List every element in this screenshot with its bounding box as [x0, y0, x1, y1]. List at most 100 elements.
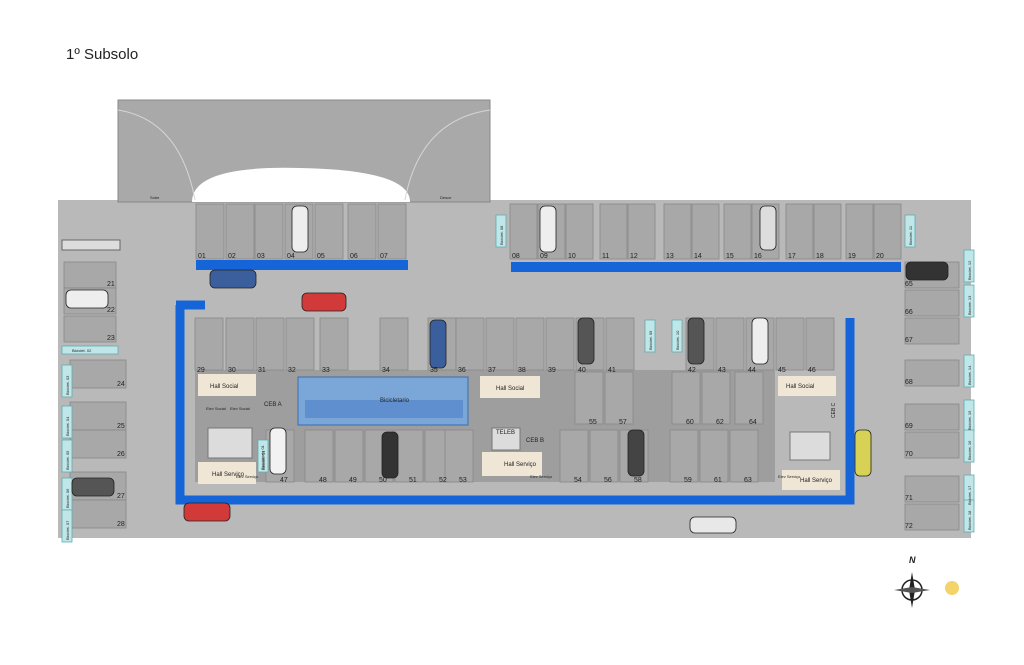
spot-number: 31: [258, 367, 266, 374]
parking-spot: [904, 289, 960, 317]
bike-rack-label: Biciclet. 12: [967, 260, 972, 280]
spot-number: 18: [816, 253, 824, 260]
spot-number: 52: [439, 477, 447, 484]
car: [905, 261, 949, 281]
bike-rack: [61, 509, 73, 543]
parking-spot: [785, 203, 814, 260]
bike-rack-label: Biciclet. 02: [72, 348, 92, 353]
parking-spot: [565, 203, 594, 260]
spot-number: 07: [380, 253, 388, 260]
bike-rack-label: Biciclet. 18: [967, 510, 972, 530]
bike-rack-label: Biciclet. 11: [908, 225, 913, 245]
parking-spot: [545, 317, 575, 371]
bike-rack-label: Biciclet. 07: [65, 520, 70, 540]
spot-number: 27: [117, 493, 125, 500]
ramp-curve: [192, 167, 410, 202]
spot-number: 08: [512, 253, 520, 260]
parking-spot: [699, 429, 729, 483]
parking-spot: [455, 317, 485, 371]
spot-number: 09: [540, 253, 548, 260]
parking-spot: [285, 317, 315, 371]
spot-number: 06: [350, 253, 358, 260]
blue-line-top-right: [511, 262, 901, 272]
room-label: Elev Social: [206, 406, 226, 411]
room-label: Hall Social: [496, 386, 524, 392]
spot-number: 16: [754, 253, 762, 260]
parking-spots: [61, 203, 975, 543]
car: [291, 205, 309, 253]
parking-spot: [671, 371, 701, 425]
spot-number: 62: [716, 419, 724, 426]
bike-rack: [904, 214, 916, 248]
bike-rack: [963, 499, 975, 533]
bike-rack-label: Biciclet. 13: [967, 295, 972, 315]
bike-rack-label: Biciclet. 17: [967, 485, 972, 505]
parking-spot: [444, 429, 474, 483]
spot-number: 50: [379, 477, 387, 484]
bike-rack: [61, 405, 73, 439]
room-label: Bicicletario: [380, 398, 410, 404]
car: [429, 319, 447, 369]
parking-spot: [734, 371, 764, 425]
car: [539, 205, 557, 253]
spot-number: 56: [604, 477, 612, 484]
spot-number: 45: [778, 367, 786, 374]
parking-spot: [195, 203, 225, 260]
parking-spot: [604, 371, 634, 425]
parking-spot: [379, 317, 409, 371]
spot-number: 15: [726, 253, 734, 260]
room-label: Hall Social: [786, 384, 814, 390]
spot-number: 53: [459, 477, 467, 484]
parking-spot: [904, 475, 960, 503]
bike-rack: [963, 249, 975, 283]
parking-spot: [904, 403, 960, 431]
car: [71, 477, 115, 497]
parking-spot: [254, 203, 284, 260]
bike-rack-label: Biciclet. 08: [499, 225, 504, 245]
parking-spot: [347, 203, 377, 260]
spot-number: 42: [688, 367, 696, 374]
car: [751, 317, 769, 365]
bike-rack-label: Biciclet. 15: [967, 410, 972, 430]
spot-number: 24: [117, 381, 125, 388]
car: [689, 516, 737, 534]
blue-line-loop: [175, 305, 855, 505]
spot-number: 11: [602, 253, 609, 260]
spot-number: 48: [319, 477, 327, 484]
parking-spot: [334, 429, 364, 483]
room-label: CEB A: [264, 402, 282, 408]
spot-number: 67: [905, 337, 913, 344]
parking-spot: [715, 317, 745, 371]
bike-rack-label: Biciclet. 16: [967, 440, 972, 460]
spot-number: 21: [107, 281, 115, 288]
room-label: TELEB: [496, 430, 515, 436]
spot-number: 37: [488, 367, 496, 374]
bike-rack: [963, 354, 975, 388]
spot-number: 41: [608, 367, 616, 374]
car: [209, 269, 257, 289]
parking-spot: [873, 203, 902, 260]
parking-spot: [904, 431, 960, 459]
spot-number: 26: [117, 451, 125, 458]
ramp-up-label: Sobe: [150, 195, 160, 200]
spot-number: 28: [117, 521, 125, 528]
spot-number: 47: [280, 477, 288, 484]
bike-rack-label: Biciclet. 05: [65, 450, 70, 470]
parking-spot: [805, 317, 835, 371]
spot-number: 04: [287, 253, 295, 260]
parking-spot: [314, 203, 344, 260]
parking-spot: [627, 203, 656, 260]
spot-number: 30: [228, 367, 236, 374]
bike-rack-label: Biciclet. 10: [675, 330, 680, 350]
spot-number: 49: [349, 477, 357, 484]
room-label: Elev Serviço: [530, 474, 553, 479]
cars: [65, 205, 949, 534]
parking-spot: [225, 203, 255, 260]
room-label: Elev Social: [230, 406, 250, 411]
spot-number: 51: [409, 477, 417, 484]
parking-spot: [225, 317, 255, 371]
car: [687, 317, 705, 365]
parking-spot: [813, 203, 842, 260]
car: [854, 429, 872, 477]
spot-number: 35: [430, 367, 438, 374]
